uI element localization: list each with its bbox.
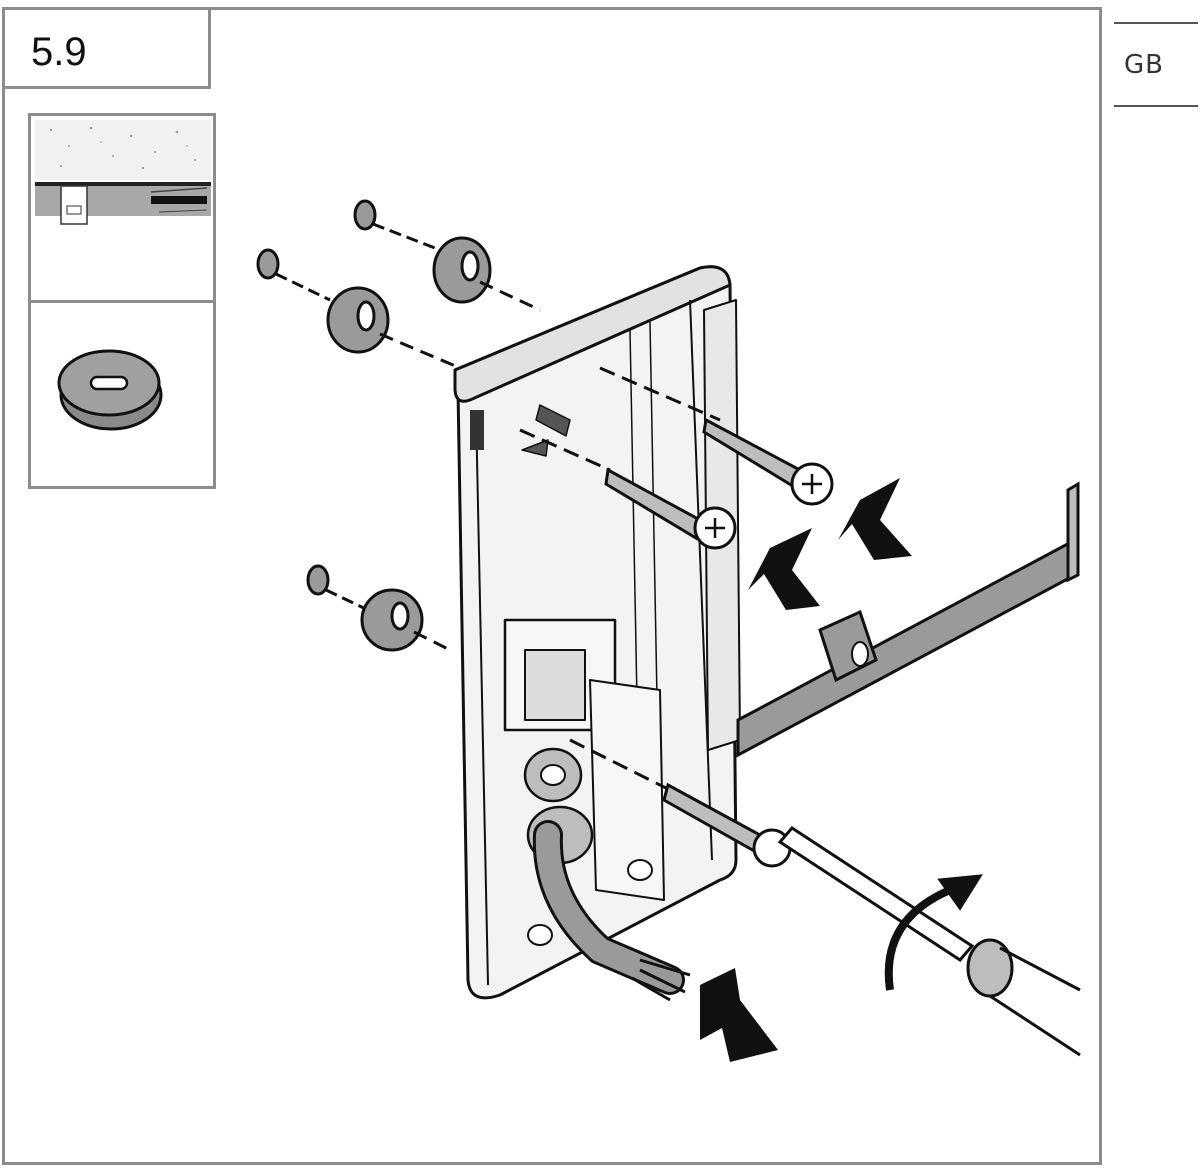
screwdriver-icon [777, 826, 1081, 1057]
cable-icon [532, 820, 691, 1002]
inset-divider [31, 300, 213, 303]
language-rule-top [1114, 22, 1198, 24]
conduit-pipe-icon [736, 481, 1080, 758]
grommet-detail-icon [57, 349, 163, 431]
step-box: 5.9 [2, 7, 211, 89]
page-frame [2, 7, 1102, 1165]
wall-plugs-icon [256, 199, 441, 612]
insert-arrows-icon [700, 478, 912, 1062]
back-panel-icon [453, 265, 741, 1000]
step-number: 5.9 [31, 30, 87, 74]
language-code: GB [1124, 50, 1164, 80]
grommets-icon [326, 236, 541, 652]
language-rule-bottom [1114, 105, 1198, 107]
detail-inset [28, 113, 216, 489]
screws-icon [519, 366, 834, 868]
wall-section-detail-icon [35, 120, 211, 225]
